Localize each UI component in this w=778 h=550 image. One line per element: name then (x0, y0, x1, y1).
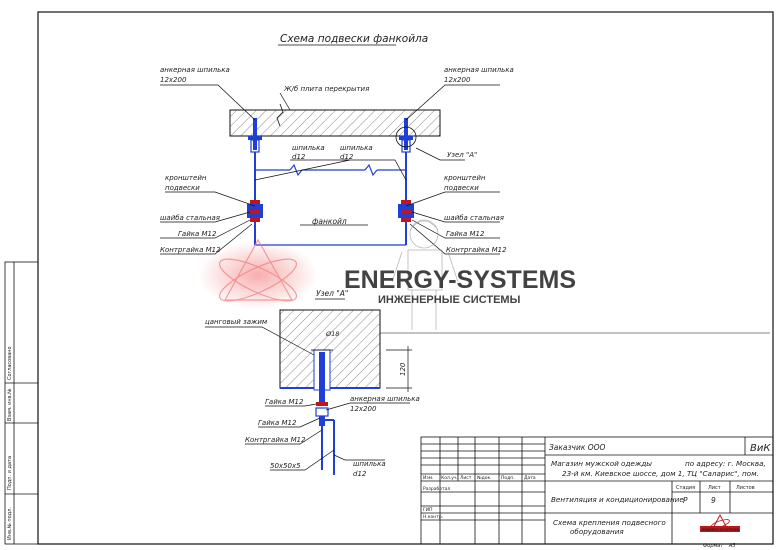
label-locknut-left: Контргайка М12 (160, 246, 221, 254)
detail-anchor-label: анкерная шпилька (350, 395, 420, 403)
tb-role-ncontrol: Н.контр. (423, 514, 443, 520)
label-stud-mid: шпилька (340, 144, 373, 152)
tb-section: Вентиляция и кондиционирование (551, 495, 684, 504)
label-anchor-left: анкерная шпилька (160, 66, 230, 74)
tb-format-label: Формат (703, 543, 724, 549)
anchor-stud-right (399, 118, 413, 150)
tb-sheet-header: Лист (708, 485, 721, 491)
label-anchor-right-size: 12x200 (444, 76, 471, 84)
tb-col-izm: Изм. (423, 475, 434, 481)
stamp-inv-original: Инв.№ подл. (7, 507, 13, 540)
tb-logo: ENERGY-SYSTEMS (700, 513, 740, 532)
leader-lines-detail (205, 326, 410, 471)
label-nut-right: Гайка М12 (446, 230, 485, 238)
watermark-glow (198, 241, 318, 309)
bracket-nut-right (398, 200, 414, 222)
watermark-engineer-figure (391, 219, 459, 330)
tb-logo-text: ENERGY-SYSTEMS (702, 527, 739, 532)
tb-sheet-value: 9 (711, 496, 716, 505)
label-anchor-left-size: 12x200 (160, 76, 187, 84)
tb-col-koluch: Кол.уч. (441, 475, 458, 481)
tb-sheets-header: Листов (736, 485, 755, 491)
side-stamp: Согласовано Взам. инв.№ Подп. и дата Инв… (4, 261, 39, 545)
detail-anchor-size: 12x200 (350, 405, 377, 413)
tb-col-date: Дата (524, 475, 536, 481)
label-bracket-right-2: подвески (444, 184, 479, 192)
detail-anchor-stud (319, 352, 325, 402)
label-bracket-left-2: подвески (165, 184, 200, 192)
tb-customer: Заказчик ООО (549, 443, 606, 452)
detail-nut1-label: Гайка М12 (265, 398, 304, 406)
detail-profile-label: 50x50x5 (270, 462, 301, 470)
tb-sheet-name-2: оборудования (570, 527, 624, 536)
tb-stage-header: Стадия (676, 485, 695, 491)
tb-sheet-name-1: Схема крепления подвесного (553, 518, 666, 527)
tb-format-value: А3 (728, 543, 736, 549)
tb-col-sign: Подп. (501, 475, 515, 481)
tb-col-list: Лист (460, 475, 472, 481)
ceiling-slab (229, 103, 441, 137)
detail-locknut-label: Контргайка М12 (245, 436, 306, 444)
stamp-agreed: Согласовано (7, 346, 13, 380)
label-anchor-right: анкерная шпилька (444, 66, 514, 74)
detail-clamp: цанговый зажим (205, 318, 268, 326)
title-block (420, 436, 774, 545)
label-washer-right: шайба стальная (444, 214, 504, 222)
label-locknut-right: Контргайка М12 (446, 246, 507, 254)
label-unit: фанкойл (312, 217, 347, 226)
detail-nut2-label: Гайка М12 (258, 419, 297, 427)
label-stud-left: шпилька (292, 144, 325, 152)
watermark: ENERGY-SYSTEMS ИНЖЕНЕРНЫЕ СИСТЕМЫ (198, 219, 576, 330)
label-bracket-right: кронштейн (444, 174, 486, 182)
stamp-sign-date: Подп. и дата (7, 456, 13, 490)
detail-title: Узел "А" (316, 289, 348, 298)
tb-object-address: по адресу: г. Москва, (685, 459, 766, 468)
watermark-atom-logo (218, 238, 298, 302)
tb-stage-value: Р (683, 496, 688, 505)
anchor-stud-left (248, 118, 262, 150)
detail-stud-size: d12 (353, 470, 367, 478)
detail-dimension (386, 346, 412, 392)
label-nut-left: Гайка М12 (178, 230, 217, 238)
detail-nut1 (316, 402, 328, 406)
label-node-ref: Узел "А" (447, 151, 477, 159)
label-bracket-left: кронштейн (165, 174, 207, 182)
fancoil-unit (255, 163, 406, 246)
label-washer-left: шайба стальная (160, 214, 220, 222)
leader-lines-upper (160, 84, 500, 255)
detail-depth: 120 (399, 362, 407, 376)
watermark-tagline: ИНЖЕНЕРНЫЕ СИСТЕМЫ (378, 294, 521, 306)
bracket-nut-left (247, 200, 263, 222)
tb-role-developed: Разработал (423, 486, 450, 492)
tb-code: ВиК (750, 443, 771, 454)
tb-object-line2: 23-й км. Киевское шоссе, дом 1, ТЦ "Сала… (562, 469, 759, 478)
label-slab: Ж/б плита перекрытия (283, 85, 369, 93)
tb-role-gip: ГИП (423, 507, 433, 513)
detail-diameter: Ø18 (325, 330, 339, 338)
tb-object-line1: Магазин мужской одежды (551, 459, 652, 468)
detail-coupler (315, 407, 329, 417)
drawing-title: Схема подвески фанкойла (280, 33, 428, 45)
node-a-marker (395, 126, 417, 148)
stamp-replace-inv: Взам. инв.№ (7, 388, 13, 421)
label-stud-left-d: d12 (292, 153, 306, 161)
detail-stud-label: шпилька (353, 460, 386, 468)
label-stud-mid-d: d12 (340, 153, 354, 161)
watermark-brand: ENERGY-SYSTEMS (344, 266, 576, 294)
tb-col-doc: №док. (477, 475, 492, 481)
